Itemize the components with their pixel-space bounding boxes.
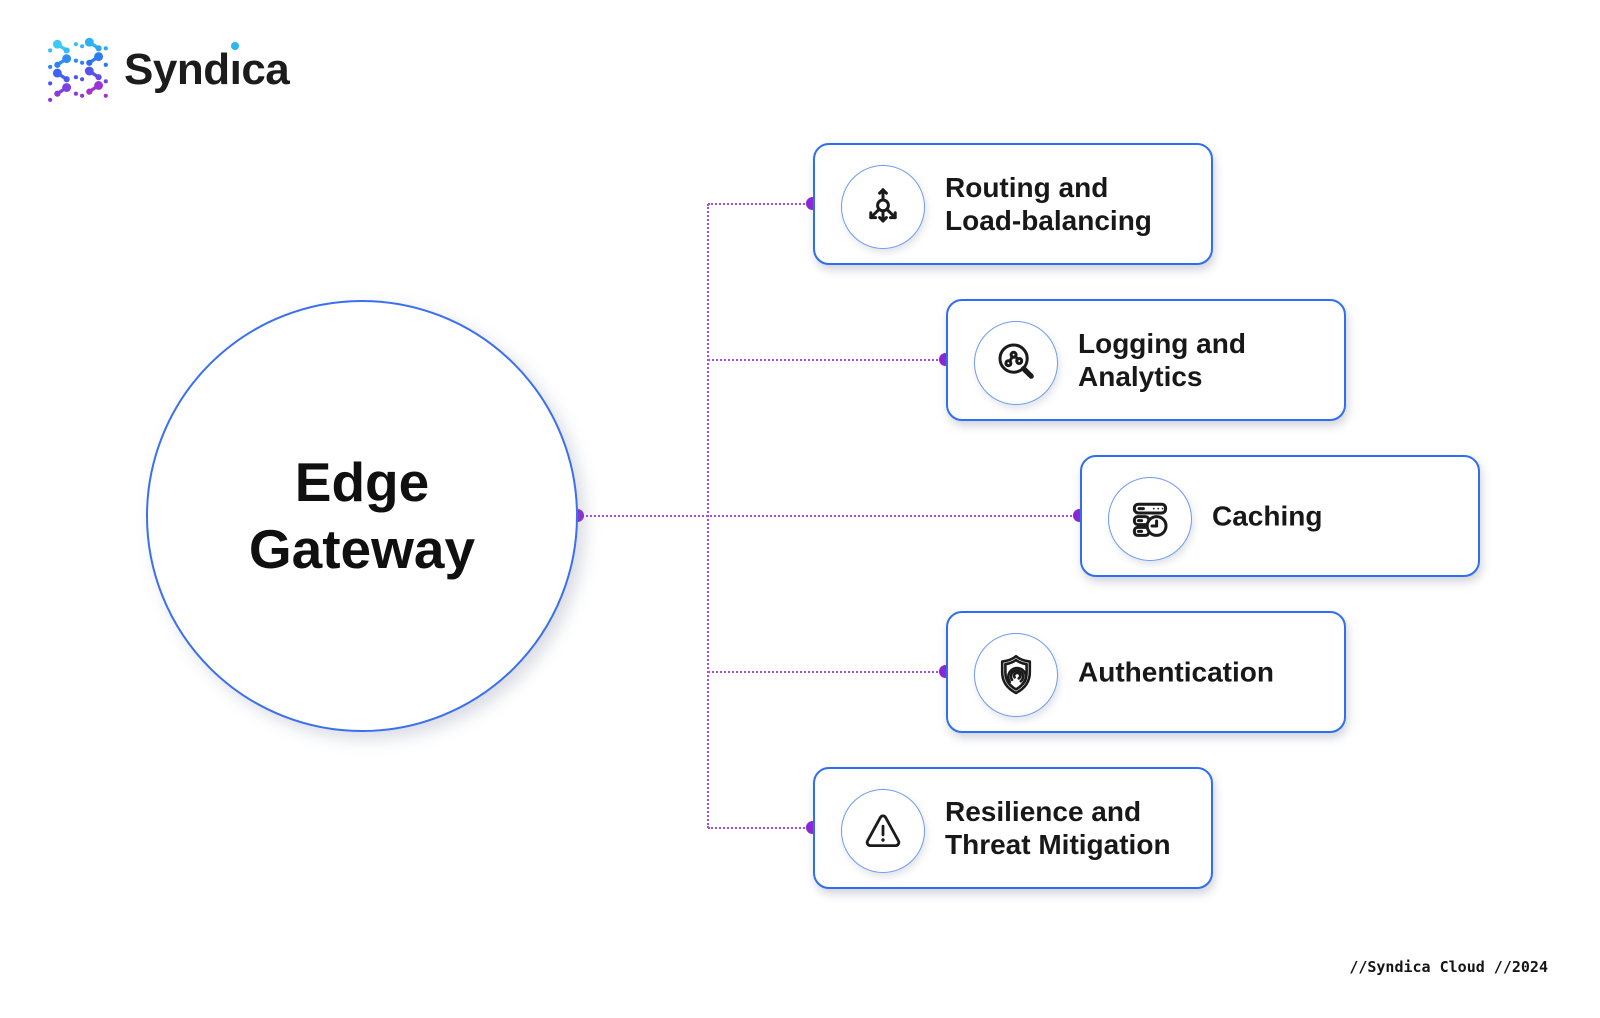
brand-wordmark: Syndıca (124, 36, 290, 104)
hub-title-line1: Edge (294, 451, 430, 513)
connector-branch-logging (708, 359, 946, 361)
magnifier-analytics-icon (974, 321, 1058, 405)
shield-fingerprint-icon (974, 633, 1058, 717)
syndica-logo-icon (48, 37, 108, 102)
route-split-icon (841, 165, 925, 249)
hub-title-line2: Gateway (248, 518, 476, 580)
connector-main-line (578, 515, 1080, 517)
node-authentication: Authentication (946, 611, 1346, 733)
hub-edge-gateway: Edge Gateway (146, 300, 578, 732)
node-label: Authentication (1078, 656, 1274, 688)
connector-branch-routing (708, 203, 813, 205)
wordmark-i-dot: ı (230, 36, 242, 104)
warning-triangle-icon (841, 789, 925, 873)
footer-credit: //Syndica Cloud //2024 (1349, 958, 1548, 976)
connector-trunk (707, 204, 709, 828)
server-clock-icon (1108, 477, 1192, 561)
node-label: Caching (1212, 500, 1323, 532)
connector-branch-resilience (708, 827, 813, 829)
node-caching: Caching (1080, 455, 1480, 577)
brand-header: Syndıca (48, 36, 290, 104)
connector-branch-auth (708, 671, 946, 673)
